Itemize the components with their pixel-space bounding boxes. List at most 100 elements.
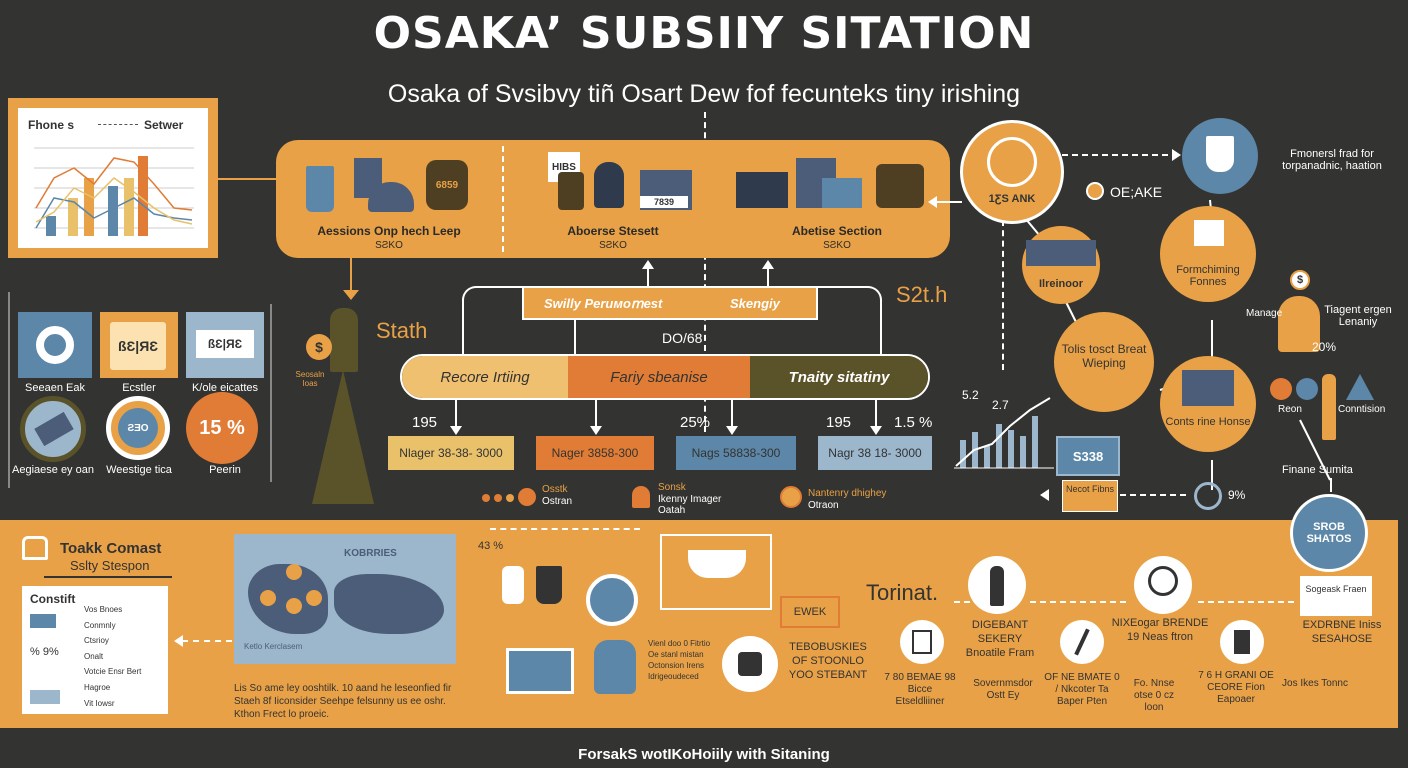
hnor-node: Ilreinoor xyxy=(1022,226,1100,304)
pct-43: 43 % xyxy=(478,540,504,552)
capsule-seg-a: Recore Irtiing xyxy=(402,356,568,398)
flow-num-3: 195 xyxy=(826,414,852,431)
washer-icon xyxy=(586,574,638,626)
conts-label: Conts rine Honse xyxy=(1165,416,1251,428)
chart-title-right: Setwer xyxy=(144,118,184,132)
flow-ratio: DO/68 xyxy=(662,330,703,346)
arrow-down-icon-1 xyxy=(450,426,462,435)
arrow-stem-1 xyxy=(455,400,457,428)
ticket-tile: ßƐ|ЯƐ xyxy=(186,312,264,378)
dot-icon xyxy=(482,494,490,502)
bank-node: 1ƸS ANK xyxy=(960,120,1064,224)
chart-panel: Fhone s Setwer xyxy=(8,98,218,258)
map-footer: Ketlo Kerclasem xyxy=(244,642,303,651)
flow-arrow-up-1 xyxy=(647,268,649,288)
legend-sub-2: Ikenny Imager Oatah xyxy=(658,494,722,516)
forming-label: Formchiming Fonnes xyxy=(1176,264,1240,288)
cup-icon xyxy=(306,166,334,212)
doc-circle xyxy=(900,620,944,664)
tolis-label: Tolis tosct Breat Wieping xyxy=(1061,342,1147,370)
home-icon xyxy=(22,536,48,560)
label-aegiaese: Aegiaese ey oan xyxy=(12,464,94,476)
bars-label-27: 2.7 xyxy=(992,398,1009,412)
col-item-2-sub: 19 Neas ftron xyxy=(1126,631,1194,643)
flow-stem xyxy=(574,320,576,356)
col-item-2: NIXEogar BRENDE 19 Neas ftron xyxy=(1108,616,1212,644)
section3-sub: SƧKO xyxy=(823,240,851,251)
top-right-text: Fmonersl frad for torpanadnic, haation xyxy=(1282,148,1382,172)
consist-title: Constift xyxy=(30,592,76,606)
chart-title-left: Fhone s xyxy=(28,118,75,132)
stop-circle: SROB SHATOS xyxy=(1290,494,1368,572)
consist-row: Votcie Ensr Bert xyxy=(84,667,142,677)
arrow-stem-3 xyxy=(731,400,733,428)
hnor-label: Ilreinoor xyxy=(1038,278,1083,290)
sink-frame xyxy=(660,534,772,610)
sideboard-icon: Sogeask Fraen xyxy=(1300,576,1372,616)
gear-tile xyxy=(18,312,92,378)
bag-icon xyxy=(558,172,584,210)
legend-dots xyxy=(482,494,514,502)
flow-top-b: Skengiy xyxy=(730,296,780,311)
sideboard-label: Sogeask Fraen xyxy=(1305,584,1367,594)
capsule-seg-c: Tnaity sitatiny xyxy=(750,356,928,398)
small-box: Necot Fibns xyxy=(1062,480,1118,512)
pct-tag: % 9% xyxy=(30,646,59,658)
consist-card: Constift Vos Bnoes Conmnly Ctsrioy Onalt… xyxy=(22,586,168,714)
bank-icon xyxy=(987,137,1037,187)
legend-icon-1 xyxy=(518,488,536,506)
consist-row: Vos Bnoes xyxy=(84,605,123,614)
arrow-down-icon-3 xyxy=(726,426,738,435)
consist-row: Onalt xyxy=(84,651,104,661)
triangle-icon xyxy=(1346,374,1374,400)
value-box-4: Nagr 38 18- 3000 xyxy=(818,436,932,470)
oeake-label: OE;AKE xyxy=(1110,184,1163,200)
finane-stem xyxy=(1330,478,1332,492)
machine-icon xyxy=(368,182,414,212)
flow-num-2: 25% xyxy=(680,414,711,431)
dollar-coin-icon: $ xyxy=(306,334,332,360)
handshake-circle xyxy=(20,396,86,462)
manage-label: Manage xyxy=(1246,308,1283,319)
label-seeaen: Seeaen Eak xyxy=(25,382,85,394)
dryer-icon xyxy=(506,648,574,694)
jar-icon: 6859 xyxy=(426,160,468,210)
book-icon xyxy=(1234,630,1250,654)
section1-sub: SƧKO xyxy=(375,240,403,251)
legend-sub-3: Otraon xyxy=(808,500,839,511)
flow-s2th: S2t.h xyxy=(896,282,948,307)
tower-graphic: $ xyxy=(306,308,374,504)
arrow-up-icon-2 xyxy=(762,260,774,269)
tower-top xyxy=(330,308,358,372)
contact-dash xyxy=(182,640,232,642)
tools-icon xyxy=(876,164,924,208)
bars-label-52: 5.2 xyxy=(962,388,979,402)
globe-icon xyxy=(1148,566,1178,596)
arrow-down-icon-2 xyxy=(590,426,602,435)
bank-label: 1ƸS ANK xyxy=(988,193,1036,205)
flow-top-box: Swilly Peruмоⅿest Skengiy xyxy=(522,286,818,320)
arrow-down-icon xyxy=(343,290,359,300)
label-weestige: Weestige tica xyxy=(106,464,172,476)
arrow-left-icon xyxy=(928,196,937,208)
progress-capsule: Recore Irtiing Fariy sbeanise Tnaity sit… xyxy=(400,354,930,400)
network-dash-h xyxy=(1062,154,1178,156)
value-box-1: Nlager 38-38- 3000 xyxy=(388,436,514,470)
truck-tag: 7839 xyxy=(640,196,688,208)
torinat-label: Torinat. xyxy=(866,580,939,605)
house-icon xyxy=(1182,370,1234,406)
bottom-col-5: 7 6 H GRANI OE CEORE Fion Eapoaer xyxy=(1198,670,1274,705)
left-bracket xyxy=(8,292,10,488)
arrow-stem-2 xyxy=(595,400,597,428)
bag-money-icon xyxy=(594,640,636,694)
chart-inner: Fhone s Setwer xyxy=(18,108,208,248)
consist-row: Hagroe xyxy=(84,682,111,692)
map-landmass-2 xyxy=(334,574,444,634)
forming-node: Formchiming Fonnes xyxy=(1160,206,1256,302)
ticket-icon: ßƐ|ЯƐ xyxy=(196,330,254,358)
bank-arrow-line xyxy=(936,201,962,203)
band-divider-1 xyxy=(502,146,504,252)
gift-circle xyxy=(1134,556,1192,614)
pct-20: 20% xyxy=(1312,340,1337,354)
map-card: KOBRRIES Ketlo Kerclasem xyxy=(234,534,456,664)
